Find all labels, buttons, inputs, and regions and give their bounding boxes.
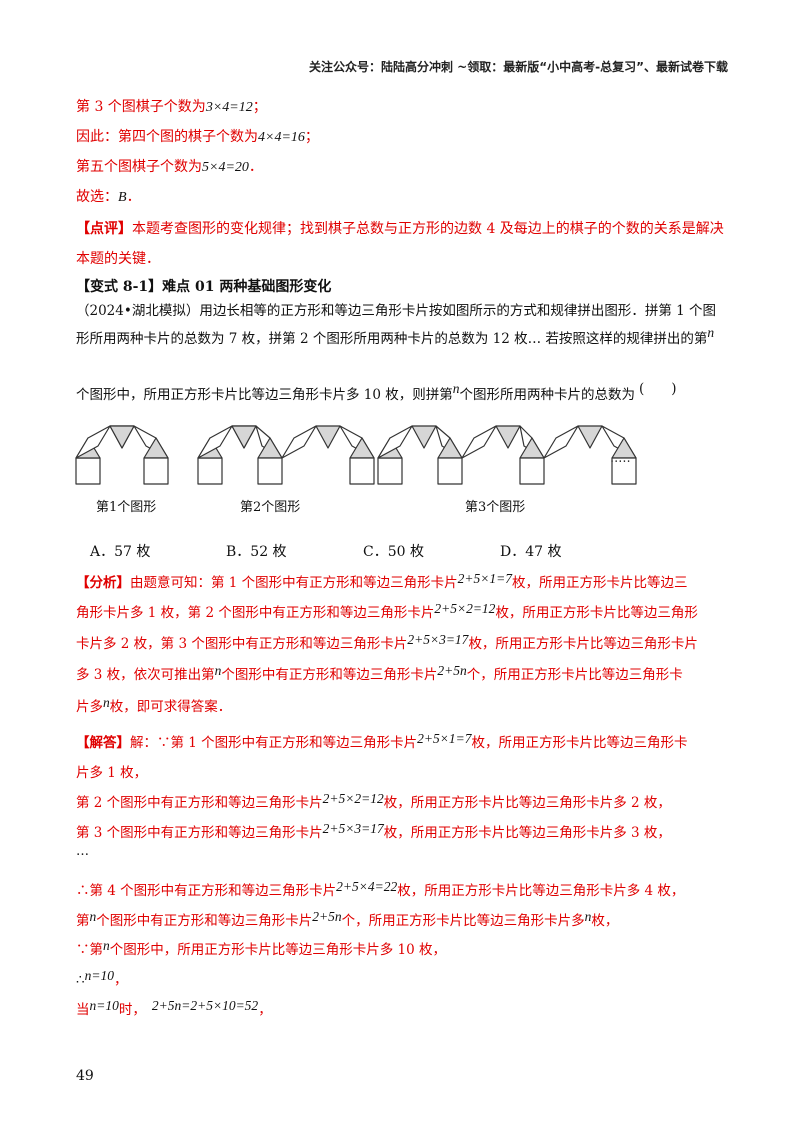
- analysis-line-3: 卡片多 2 枚，第 3 个图形中有正方形和等边三角形卡片2+5×3=17枚，所用…: [76, 632, 698, 652]
- analysis-line-4: 多 3 枚，依次可推出第n个图形中有正方形和等边三角形卡片2+5n个，所用正方形…: [76, 663, 683, 683]
- square-card: [143, 457, 169, 485]
- answer-line-2: 片多 1 枚，: [76, 765, 148, 781]
- variant-heading: 【变式 8-1】难点 01 两种基础图形变化: [76, 279, 332, 295]
- option-d: D．47 枚: [500, 544, 562, 560]
- answer-line-6: ∴第 4 个图形中有正方形和等边三角形卡片2+5×4=22枚，所用正方形卡片比等…: [76, 879, 685, 899]
- line-choice: 故选：B．: [76, 189, 141, 205]
- figure-3: [377, 425, 637, 485]
- question-line-3: 个图形中，所用正方形卡片比等边三角形卡片多 10 枚，则拼第n个图形所用两种卡片…: [76, 381, 677, 403]
- figure-1: [75, 425, 169, 485]
- analysis-line-1: 【分析】由题意可知：第 1 个图形中有正方形和等边三角形卡片2+5×1=7枚，所…: [76, 571, 688, 591]
- answer-line-7: 第n个图形中有正方形和等边三角形卡片2+5n个，所用正方形卡片比等边三角形卡片多…: [76, 909, 619, 929]
- comment-line-1: 【点评】本题考查图形的变化规律；找到棋子总数与正方形的边数 4 及每边上的棋子的…: [76, 221, 724, 237]
- math-expr: 3×4=12: [205, 100, 253, 115]
- answer-line-1: 【解答】解：∵第 1 个图形中有正方形和等边三角形卡片2+5×1=7枚，所用正方…: [76, 731, 688, 751]
- math-expr: 4×4=16: [258, 130, 305, 145]
- line-fig5-count: 第五个图棋子个数为5×4=20．: [76, 159, 263, 175]
- line-fig4-count: 因此：第四个图的棋子个数为4×4=16；: [76, 129, 319, 145]
- answer-line-8: ∵第n个图形中，所用正方形卡片比等边三角形卡片多 10 枚，: [76, 938, 447, 958]
- math-expr: B: [118, 190, 127, 205]
- continuation-dots: .....: [610, 451, 631, 466]
- question-line-1: （2024•湖北模拟）用边长相等的正方形和等边三角形卡片按如图所示的方式和规律拼…: [76, 303, 716, 319]
- triangle-card: [109, 425, 135, 449]
- comment-line-2: 本题的关键．: [76, 251, 160, 267]
- answer-line-4: 第 3 个图形中有正方形和等边三角形卡片2+5×3=17枚，所用正方形卡片比等边…: [76, 821, 671, 841]
- question-line-2: 形所用两种卡片的总数为 7 枚，拼第 2 个图形所用两种卡片的总数为 12 枚……: [76, 325, 715, 347]
- analysis-line-2: 角形卡片多 1 枚，第 2 个图形中有正方形和等边三角形卡片2+5×2=12枚，…: [76, 601, 698, 621]
- answer-ellipsis: …: [76, 844, 89, 859]
- math-expr: 5×4=20: [202, 160, 249, 175]
- page-header: 关注公众号：陆陆高分冲刺 ~领取：最新版“小中高考-总复习”、最新试卷下载: [309, 60, 728, 74]
- option-a: A．57 枚: [90, 544, 151, 560]
- analysis-line-5: 片多n枚，即可求得答案．: [76, 695, 232, 715]
- answer-line-10: 当n=10时，2+5n=2+5×10=52，: [76, 998, 272, 1018]
- line-fig3-count: 第 3 个图棋子个数为3×4=12；: [76, 99, 267, 115]
- caption-figure-2: 第2个图形: [240, 500, 301, 515]
- caption-figure-1: 第1个图形: [96, 500, 157, 515]
- page-number: 49: [76, 1068, 94, 1084]
- answer-line-3: 第 2 个图形中有正方形和等边三角形卡片2+5×2=12枚，所用正方形卡片比等边…: [76, 791, 671, 811]
- option-b: B．52 枚: [226, 544, 287, 560]
- option-c: C．50 枚: [363, 544, 424, 560]
- caption-figure-3: 第3个图形: [465, 500, 526, 515]
- answer-line-9: ∴n=10，: [76, 968, 128, 988]
- figure-2: [197, 425, 375, 485]
- square-card: [75, 457, 101, 485]
- pattern-figure: .....: [75, 425, 637, 485]
